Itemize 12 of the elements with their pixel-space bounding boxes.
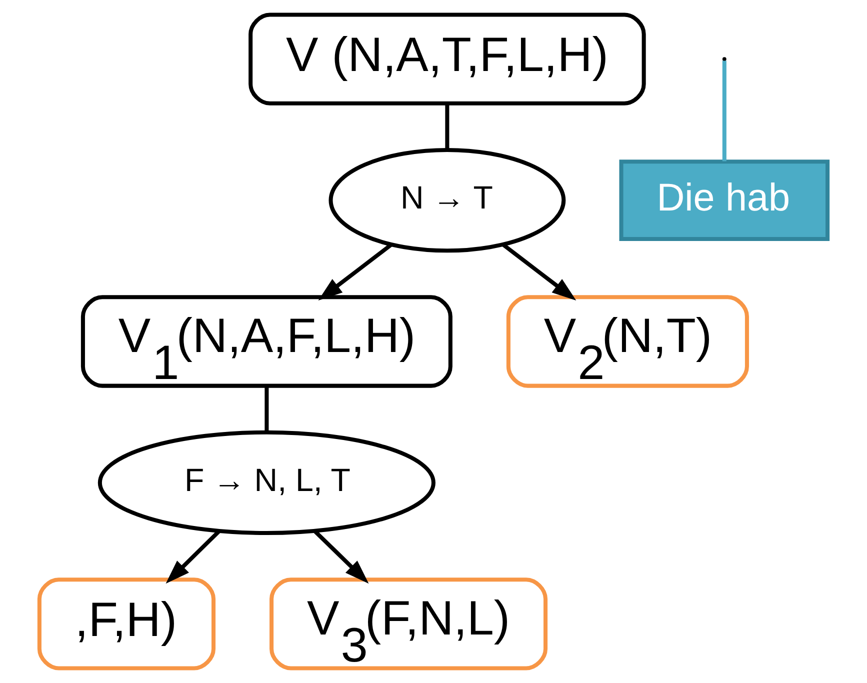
connector	[264, 386, 269, 432]
node-box: Die hab	[619, 160, 830, 241]
node-ellipse: F → N, L, T	[98, 430, 436, 536]
connector	[445, 104, 450, 150]
node-box: V (N,A,T,F,L,H)	[248, 12, 646, 106]
arrow	[502, 242, 576, 300]
arrow	[318, 242, 393, 300]
node-box: ,F,H)	[37, 578, 216, 670]
arrow	[166, 530, 221, 584]
node-ellipse: N → T	[328, 148, 566, 253]
connector	[722, 60, 726, 162]
arrow	[313, 530, 369, 584]
